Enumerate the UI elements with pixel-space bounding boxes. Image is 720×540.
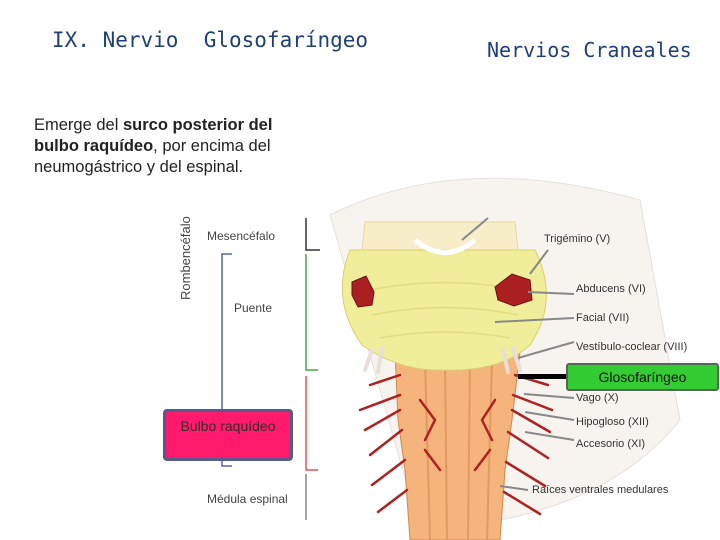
abducens-blob-right: [494, 273, 533, 307]
label-raices-ventrales: Raíces ventrales medulares: [532, 484, 669, 496]
midbrain-shape: [361, 221, 519, 251]
label-glosofaringeo: Glosofaríngeo: [566, 363, 719, 391]
label-facial: Facial (VII): [576, 312, 630, 324]
label-bulbo-raquideo: Bulbo raquídeo: [163, 409, 293, 461]
label-mesencefalo: Mesencéfalo: [207, 229, 276, 243]
label-vestibulo-coclear: Vestíbulo-coclear (VIII): [576, 341, 688, 353]
label-vago: Vago (X): [576, 392, 619, 404]
label-hipogloso: Hipogloso (XII): [576, 416, 649, 428]
glosofaringeo-pointer: [518, 374, 568, 379]
label-rombencefalo: Rombencéfalo: [178, 216, 193, 300]
medulla-shape: [394, 351, 521, 540]
page-title: IX. Nervio Glosofaríngeo: [52, 28, 369, 52]
label-trigemino: Trigémino (V): [544, 233, 611, 245]
label-puente: Puente: [234, 301, 273, 315]
label-accesorio: Accesorio (XI): [576, 438, 646, 450]
label-medula-espinal: Médula espinal: [207, 492, 288, 506]
label-abducens: Abducens (VI): [576, 283, 646, 295]
pons-shape: [341, 249, 547, 371]
page-subtitle: Nervios Craneales: [487, 38, 692, 62]
region-divider-lines: [305, 218, 320, 520]
nerve-roots-white: [363, 346, 522, 374]
medulla-stripes: [424, 359, 493, 540]
abducens-blob-left: [351, 275, 375, 308]
region-brackets: [221, 253, 232, 467]
pointer-arrows: [461, 217, 575, 491]
description-text: Emerge del surco posterior del bulbo raq…: [34, 116, 273, 176]
